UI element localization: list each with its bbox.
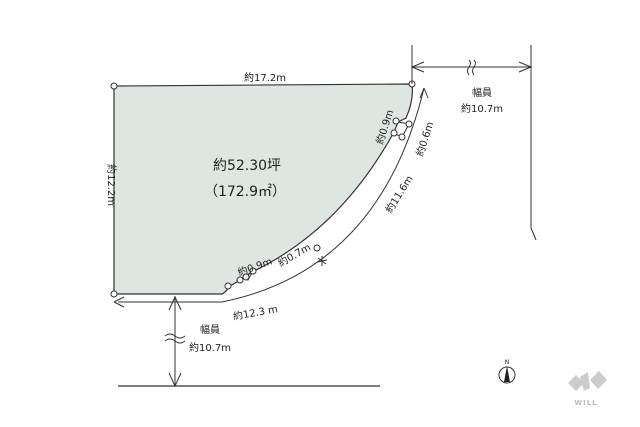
will-logo: WILL (568, 371, 607, 407)
area-sqm: （172.9㎡） (204, 184, 286, 200)
dim-top: 約17.2m (244, 71, 286, 84)
area-tsubo: 約52.30坪 (213, 158, 281, 174)
road-boundary (118, 87, 425, 303)
land-plot (113, 83, 413, 295)
east-road-width: 約10.7m (461, 102, 503, 115)
svg-text:N: N (505, 359, 510, 366)
east-road-label: 幅員 (472, 86, 492, 99)
north-compass-icon: N (498, 359, 516, 384)
dim-arc: 約11.6m (382, 173, 415, 216)
corner-markers (110, 80, 416, 298)
dim-left: 約12.2m (105, 164, 118, 206)
dim-corner-top-b: 約0.6m (413, 120, 436, 158)
svg-text:WILL: WILL (574, 399, 597, 407)
south-road-label: 幅員 (200, 323, 220, 336)
dim-bottom: 約12.3 m (232, 302, 279, 323)
south-road-width: 約10.7m (189, 341, 231, 354)
